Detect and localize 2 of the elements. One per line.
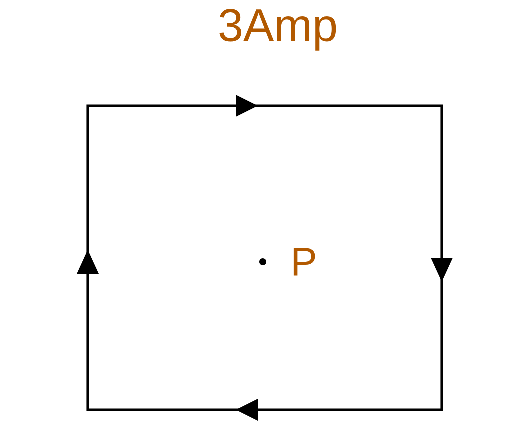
point-label: P: [294, 248, 316, 276]
current-label: 3Amp: [220, 9, 336, 51]
